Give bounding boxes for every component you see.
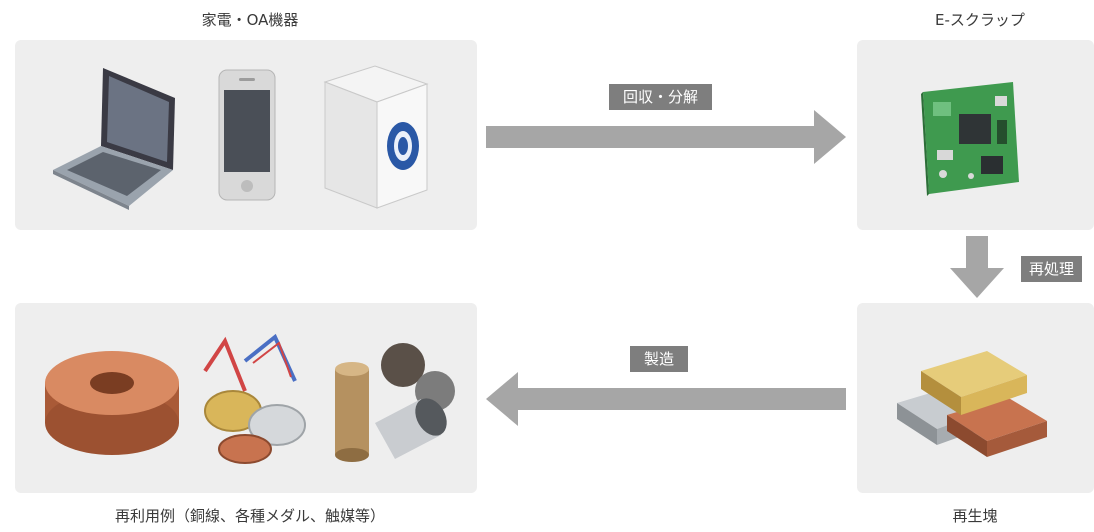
circuit-board-icon (921, 82, 1019, 196)
reuse-label: 再利用例（銅線、各種メダル、触媒等） (114, 507, 385, 525)
washing-machine-icon (323, 65, 429, 209)
reprocess-tag: 再処理 (1021, 256, 1083, 282)
ingot-box (857, 303, 1094, 493)
reprocess-arrow (950, 236, 1004, 298)
ingot-label: 再生塊 (952, 507, 998, 525)
laptop-icon (53, 68, 175, 210)
escrap-box (857, 40, 1094, 230)
manufacture-arrow (486, 372, 846, 426)
manufacture-tag: 製造 (630, 346, 689, 372)
catalyst-icon (335, 343, 455, 462)
collect-tag: 回収・分解 (609, 84, 713, 110)
reuse-box (15, 303, 477, 493)
smartphone-icon (218, 69, 276, 201)
escrap-label: E-スクラップ (935, 11, 1025, 29)
collect-arrow (486, 110, 846, 164)
appliances-label: 家電・OA機器 (201, 11, 299, 29)
medals-icon (203, 333, 306, 464)
copper-wire-icon (45, 351, 179, 455)
appliances-box (15, 40, 477, 230)
ingot-icon (897, 351, 1047, 457)
